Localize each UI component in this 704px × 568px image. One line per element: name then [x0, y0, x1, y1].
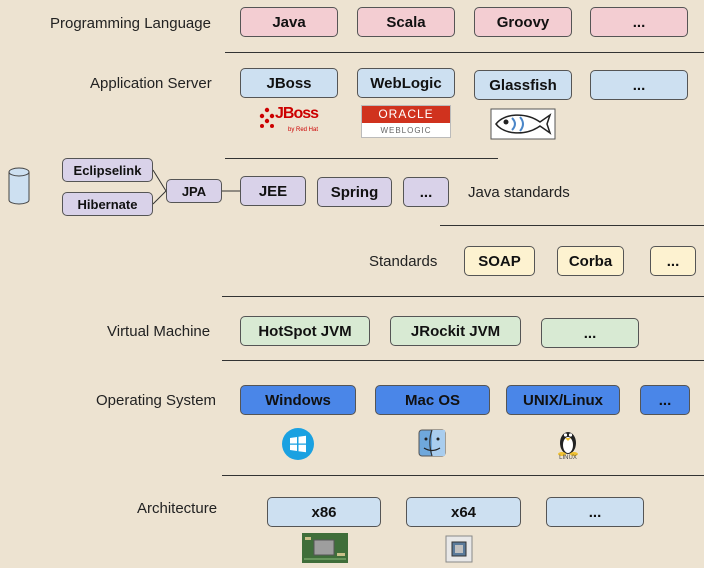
separator-line — [440, 225, 704, 226]
linux-caption: LINUX — [559, 455, 577, 461]
layer-label-architecture: Architecture — [137, 500, 218, 517]
box-jrockit-jvm: JRockit JVM — [390, 316, 521, 346]
box-hibernate: Hibernate — [62, 192, 153, 216]
box-x64: x64 — [406, 497, 521, 527]
linux-tux-icon: LINUX — [554, 426, 582, 466]
box-windows: Windows — [240, 385, 356, 415]
macos-finder-icon — [417, 428, 447, 458]
box-more-standards: ... — [650, 246, 696, 276]
box-more-os: ... — [640, 385, 690, 415]
separator-line — [222, 296, 704, 297]
box-soap: SOAP — [464, 246, 535, 276]
box-more-architectures: ... — [546, 497, 644, 527]
box-hotspot-jvm: HotSpot JVM — [240, 316, 370, 346]
separator-line — [225, 52, 704, 53]
oracle-weblogic-logo: ORACLE WEBLOGIC — [361, 105, 451, 138]
jboss-logo-subtext: by Red Hat — [288, 127, 319, 133]
box-more-servers: ... — [590, 70, 688, 100]
layer-label-standards: Standards — [369, 253, 438, 270]
box-more-languages: ... — [590, 7, 688, 37]
box-unix-linux: UNIX/Linux — [506, 385, 620, 415]
box-x86: x86 — [267, 497, 381, 527]
layer-label-java-standards: Java standards — [468, 184, 570, 201]
box-jpa: JPA — [166, 179, 222, 203]
layer-label-programming-language: Programming Language — [50, 15, 211, 32]
box-scala: Scala — [357, 7, 455, 37]
oracle-logo-text: ORACLE — [362, 106, 450, 123]
box-more-java-standards: ... — [403, 177, 449, 207]
box-spring: Spring — [317, 177, 392, 207]
layer-label-virtual-machine: Virtual Machine — [107, 323, 211, 340]
separator-line — [222, 475, 704, 476]
x86-chip-icon — [302, 533, 348, 563]
box-corba: Corba — [557, 246, 624, 276]
layer-label-operating-system: Operating System — [96, 392, 217, 409]
jboss-logo: JBoss by Red Hat — [258, 102, 320, 138]
database-icon — [8, 166, 30, 206]
box-eclipselink: Eclipselink — [62, 158, 153, 182]
separator-line — [225, 158, 498, 159]
separator-line — [222, 360, 704, 361]
box-java: Java — [240, 7, 338, 37]
box-jee: JEE — [240, 176, 306, 206]
box-glassfish: Glassfish — [474, 70, 572, 100]
layer-label-application-server: Application Server — [90, 75, 212, 92]
windows-logo — [282, 428, 314, 460]
weblogic-logo-text: WEBLOGIC — [380, 126, 432, 135]
box-jboss: JBoss — [240, 68, 338, 98]
x64-chip-icon — [445, 535, 473, 563]
glassfish-logo — [490, 108, 556, 140]
box-macos: Mac OS — [375, 385, 490, 415]
box-more-vms: ... — [541, 318, 639, 348]
box-groovy: Groovy — [474, 7, 572, 37]
jboss-logo-text: JBoss — [275, 105, 319, 122]
box-weblogic: WebLogic — [357, 68, 455, 98]
